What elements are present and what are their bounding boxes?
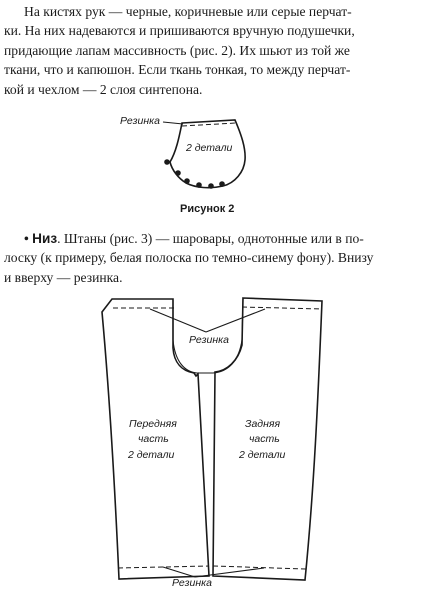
elastic-top-back-dashed: [241, 306, 323, 310]
front-label-line1: Передняя: [129, 418, 177, 430]
text-line: и вверху — резинка.: [4, 269, 123, 285]
back-label-line3: 2 детали: [238, 449, 286, 461]
text-line: На кистях рук — черные, коричневые или с…: [24, 4, 352, 19]
front-label-line3: 2 детали: [127, 449, 175, 461]
front-label-line2: часть: [138, 433, 169, 445]
paragraph-bottom: • Низ. Штаны (рис. 3) — шаровары, одното…: [4, 229, 416, 287]
figure-2-parts-label: 2 детали: [185, 142, 233, 154]
pad-dot: [208, 183, 214, 189]
back-label-line1: Задняя: [245, 418, 280, 430]
leader-line: [205, 308, 266, 333]
pad-dot: [184, 178, 190, 184]
figure-2-elastic-label: Резинка: [120, 115, 160, 127]
crotch-curve: [172, 297, 244, 374]
text-line: ткани, что и капюшон. Если ткань тонкая,…: [4, 62, 351, 78]
text-line: • Низ. Штаны (рис. 3) — шаровары, одното…: [4, 229, 416, 248]
text-line: кой и чехлом — 2 слоя синтепона.: [4, 81, 203, 97]
pad-dot: [164, 159, 170, 165]
figure-3-elastic-bottom-label: Резинка: [172, 577, 212, 589]
figure-2-glove-pattern: Резинка 2 детали Рисунок 2: [120, 115, 246, 215]
text-line: придающие лапам массивность (рис. 2). Их…: [4, 42, 350, 58]
front-piece-outline: [101, 298, 210, 580]
text-fragment: . Штаны (рис. 3) — шаровары, однотонные …: [57, 231, 364, 246]
text-line: ки. На них надеваются и пришиваются вруч…: [4, 23, 355, 39]
leader-line: [162, 121, 184, 125]
pad-dot: [219, 181, 225, 187]
back-label-line2: часть: [249, 433, 280, 445]
pad-dot: [175, 170, 181, 176]
figure-2-caption: Рисунок 2: [180, 203, 234, 215]
leader-line: [162, 566, 196, 578]
pad-dot: [196, 182, 202, 188]
figure-3-elastic-top-label: Резинка: [189, 334, 229, 346]
leader-line: [149, 308, 207, 333]
leader-line: [194, 567, 265, 578]
elastic-bottom-front-dashed: [117, 565, 210, 569]
text-line: лоску (к примеру, белая полоска по темно…: [4, 250, 374, 266]
lead-word: Низ: [32, 231, 58, 246]
bullet: •: [24, 231, 29, 246]
paragraph-gloves: На кистях рук — черные, коричневые или с…: [4, 2, 416, 99]
figure-3-trousers-pattern: Резинка Передняя часть 2 детали Задняя ч…: [101, 297, 323, 589]
elastic-seam-dashed: [181, 122, 237, 127]
glove-pad-outline: [169, 119, 246, 189]
